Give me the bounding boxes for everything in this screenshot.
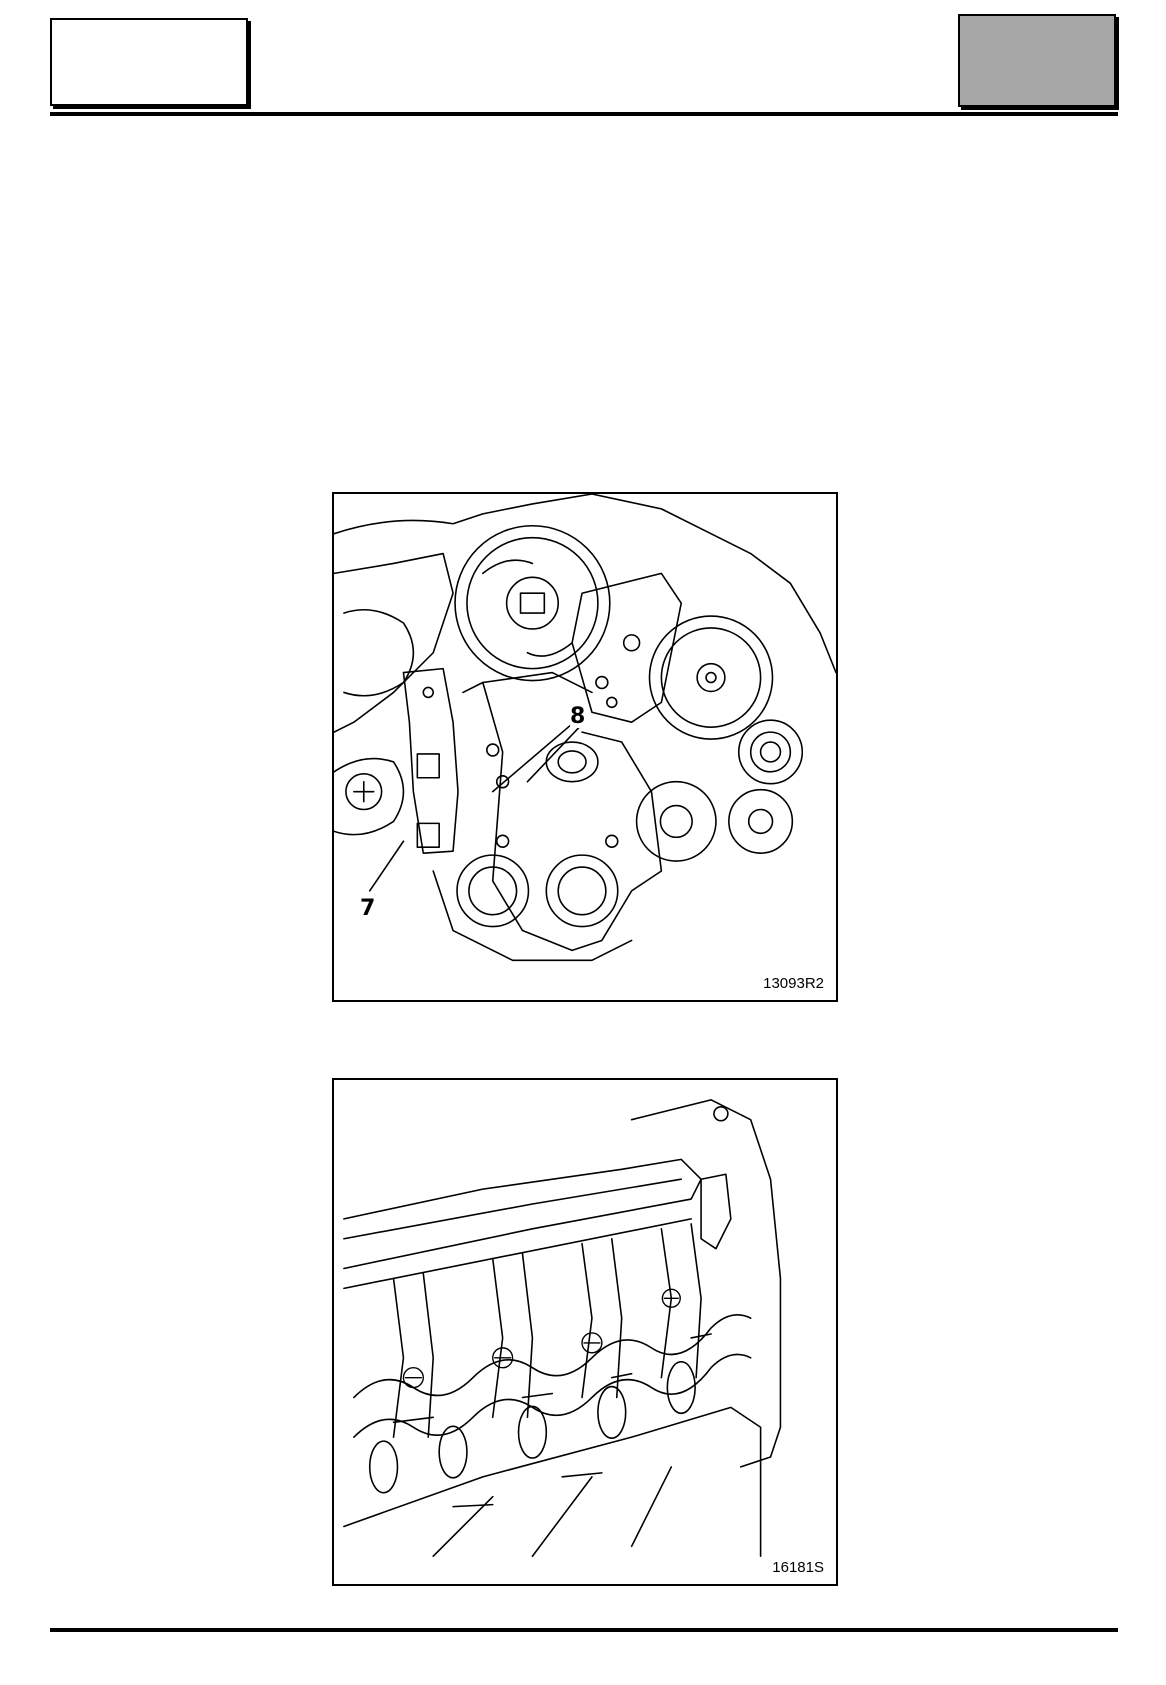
inlet-manifold-illustration	[343, 1099, 782, 1558]
figure-inlet-manifold: 16181S	[332, 1078, 838, 1586]
figure-timing-belt: 7 8 13093R2	[332, 492, 838, 1002]
figure-reference: 16181S	[770, 1559, 826, 1576]
callout-8: 8	[570, 704, 586, 729]
callout-7: 7	[360, 896, 376, 921]
header-rule	[50, 112, 1118, 116]
footer-rule	[50, 1628, 1118, 1632]
header-box-left	[50, 18, 248, 106]
figure-reference: 13093R2	[761, 975, 826, 992]
header-box-right-grey	[958, 14, 1116, 107]
engine-timing-belt-illustration	[334, 494, 836, 962]
